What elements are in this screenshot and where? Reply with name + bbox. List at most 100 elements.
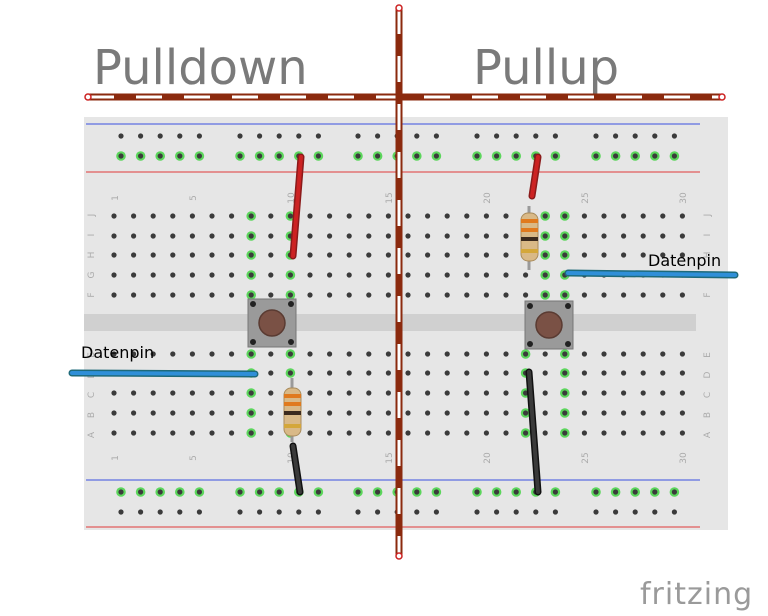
hole-top-c15-r1 [385,213,391,219]
hole-bottom-c29-r4 [660,410,666,416]
hole-bottom-c27-r2 [621,370,627,376]
pushbutton-left-cap [258,309,286,337]
hole-bottom-c14-r4 [366,410,372,416]
hole-bottom-c6-r3 [209,390,215,396]
hole-bottom-c3-r3 [150,390,156,396]
hole-bottom-c12-r3 [327,390,333,396]
row-letter-j-right: J [703,214,713,218]
hole-top-c9-r3 [268,252,274,258]
hole-top-c7-r2 [229,233,235,239]
hole-bottom-c4-r5 [170,430,176,436]
hole-bottom-c30-r5 [679,430,686,436]
hole-bottom-c25-r3 [581,390,588,396]
hole-bottom-c2-r5 [131,430,137,436]
rail-bottom-1-g5-h5 [671,489,678,495]
hole-top-c29-r1 [660,213,666,219]
hole-bottom-c27-r1 [621,351,627,357]
col-num-20-top: 20 [483,192,493,204]
pulldown-title: Pulldown [93,40,308,96]
rail-top-1-g2-h2 [257,133,263,139]
hole-bottom-c15-r3 [385,390,391,396]
wire-black-left [289,442,304,496]
hole-top-c12-r4 [327,272,333,278]
rail-bottom-2-g1-h5 [196,509,202,515]
rail-top-1-g4-h4 [533,133,539,139]
hole-bottom-c19-r4 [464,410,470,416]
hole-bottom-c25-r4 [581,410,588,416]
hole-bottom-c15-r5 [385,430,391,436]
hole-top-c18-r5 [444,292,450,298]
hole-top-c3-r2 [150,233,156,239]
hole-bottom-c15-r2 [385,370,391,376]
rail-bottom-1-g4-h3 [513,489,519,495]
hole-bottom-c9-r5 [268,430,274,436]
hole-top-c30-r2 [679,233,686,239]
hole-bottom-c13-r2 [346,370,352,376]
rail-top-2-g5-h3 [632,153,638,159]
rail-bottom-1-g5-h1 [593,489,599,495]
hole-top-c5-r5 [189,292,195,298]
hole-top-c24-r1 [562,213,568,219]
hole-bottom-c8-r5 [248,430,254,436]
rail-bottom-1-g1-h3 [157,489,163,495]
row-letter-f-right: F [703,292,713,297]
hole-top-c3-r3 [150,252,156,258]
hole-top-c4-r1 [170,213,176,219]
hole-bottom-c26-r2 [601,370,607,376]
rail-bottom-2-g3-h1 [355,509,361,515]
datenpin-label-left: Datenpin [81,343,155,362]
hole-bottom-c22-r4 [523,410,529,416]
rail-bottom-1-g2-h3 [276,489,282,495]
hole-bottom-c9-r3 [268,390,274,396]
col-num-15-bottom: 15 [385,452,395,463]
fritzing-logo: fritzing [640,577,754,612]
hole-bottom-c7-r3 [229,390,235,396]
hole-top-c20-r5 [483,292,489,298]
hole-top-c21-r3 [503,252,509,258]
rail-top-2-g3-h1 [355,153,361,159]
wire-black-right [525,368,542,496]
hole-bottom-c4-r1 [170,351,176,357]
col-num-20-bottom: 20 [483,452,493,464]
pushbutton-right [524,300,574,350]
hole-top-c25-r5 [581,292,588,298]
hole-bottom-c6-r5 [209,430,215,436]
rail-bottom-1-g2-h1 [237,489,243,495]
hole-top-c11-r1 [307,213,313,219]
hole-bottom-c16-r1 [405,351,411,357]
hole-top-c24-r2 [562,233,568,239]
hole-bottom-c1-r3 [111,390,117,396]
hole-top-c14-r4 [366,272,372,278]
col-num-30-top: 30 [679,192,689,204]
hole-bottom-c25-r2 [581,370,588,376]
divider-horizontal [84,93,726,101]
hole-bottom-c20-r4 [483,410,489,416]
rail-bottom-1-g5-h2 [613,489,619,495]
hole-bottom-c22-r3 [523,390,529,396]
row-letter-i-right: I [703,234,713,237]
hole-top-c27-r3 [621,252,627,258]
rail-bottom-2-g5-h1 [593,509,599,515]
rail-bottom-1-g4-h2 [494,489,500,495]
hole-bottom-c21-r3 [503,390,509,396]
rail-top-2-g2-h1 [237,153,243,159]
hole-top-c25-r3 [581,252,588,258]
col-num-30-bottom: 30 [679,452,689,464]
hole-bottom-c30-r2 [679,370,686,376]
rail-top-2-g5-h2 [613,153,619,159]
row-letter-b-left: B [87,412,97,418]
hole-top-c13-r1 [346,213,352,219]
hole-top-c6-r4 [209,272,215,278]
hole-bottom-c17-r5 [425,430,431,436]
row-letter-a-right: A [703,431,713,438]
hole-bottom-c25-r1 [581,351,588,357]
hole-top-c11-r4 [307,272,313,278]
hole-top-c14-r1 [366,213,372,219]
hole-bottom-c28-r1 [640,351,646,357]
rail-bottom-2-g2-h2 [257,509,263,515]
hole-bottom-c22-r1 [523,351,529,357]
hole-top-c21-r4 [503,272,509,278]
rail-top-1-g3-h4 [414,133,420,139]
hole-bottom-c13-r4 [346,410,352,416]
